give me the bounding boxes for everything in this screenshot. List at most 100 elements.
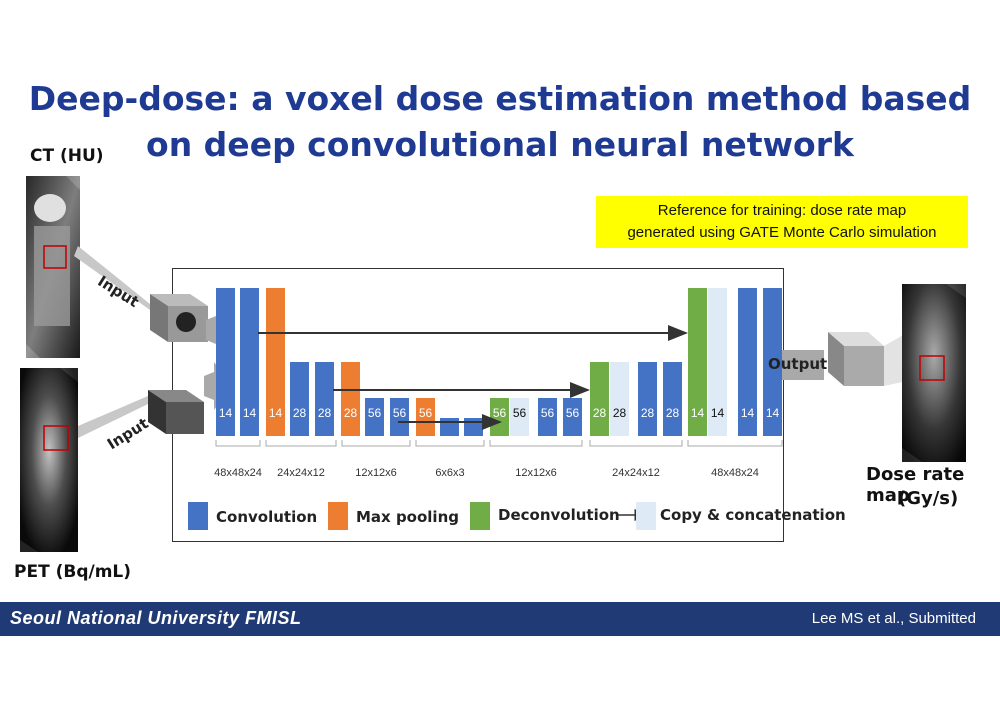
resolution-label: 24x24x12 (277, 467, 325, 479)
layer-channel-label: 108 (440, 408, 458, 420)
legend-copy-swatch (636, 502, 656, 530)
layer-bar-conv (464, 418, 483, 436)
layer-channel-label: 14 (766, 406, 780, 420)
resolution-bracket (265, 440, 337, 447)
layer-channel-label: 14 (691, 406, 705, 420)
legend-max-pooling-label: Max pooling (356, 508, 459, 526)
layer-channel-label: 56 (419, 406, 433, 420)
legend-deconvolution-swatch (470, 502, 490, 530)
dose-rate-label: Dose rate map (866, 464, 965, 506)
legend-copy-label: Copy & concatenation (660, 506, 846, 524)
output-label: Output (768, 355, 828, 373)
layer-channel-label: 28 (318, 406, 332, 420)
pet-label: PET (Bq/mL) (14, 562, 132, 582)
resolution-bracket (589, 440, 683, 447)
layer-channel-label: 56 (566, 406, 580, 420)
footer-bar: Seoul National University FMISL Lee MS e… (0, 602, 1000, 636)
layer-block: 28 (341, 362, 360, 436)
layer-block: 56 (538, 398, 557, 436)
resolution-bracket (489, 440, 583, 447)
ct-input-cube (150, 294, 208, 342)
layer-bar-pool (416, 398, 435, 436)
pet-volume-image (20, 368, 78, 552)
title-line-1: Deep-dose: a voxel dose estimation metho… (28, 79, 972, 118)
layer-block: 28 (290, 362, 309, 436)
title-line-2: on deep convolutional neural network (146, 125, 854, 164)
layer-bar-conv (663, 362, 682, 436)
layer-bar-conv (538, 398, 557, 436)
layer-channel-label: 56 (368, 406, 382, 420)
resolution-label: 12x12x6 (515, 467, 557, 479)
layer-block: 28 (663, 362, 682, 436)
reference-line-2: generated using GATE Monte Carlo simulat… (627, 224, 937, 241)
layer-channel-label: 28 (293, 406, 307, 420)
layer-channel-label: 56 (393, 406, 407, 420)
layer-channel-label: 28 (641, 406, 655, 420)
layer-channel-label: 28 (613, 406, 627, 420)
pet-input-cube (148, 390, 204, 434)
layer-block: 14 (763, 288, 782, 436)
resolution-label: 48x48x24 (711, 467, 759, 479)
footer-citation: Lee MS et al., Submitted (811, 610, 976, 627)
layer-bar-pool (341, 362, 360, 436)
skip-connections (258, 325, 688, 430)
resolution-label: 12x12x6 (355, 467, 397, 479)
layer-block: 56 (563, 398, 582, 436)
ct-label: CT (HU) (30, 146, 104, 166)
layer-bar-pool (266, 288, 285, 436)
resolution-brackets: 48x48x24 24x24x12 12x12x6 6x6x3 12x12x6 24x24… (214, 440, 783, 479)
reference-note: Reference for training: dose rate map ge… (596, 196, 968, 248)
layer-block: 14 (266, 288, 285, 436)
resolution-label: 24x24x12 (612, 467, 660, 479)
layer-channel-label: 28 (666, 406, 680, 420)
layer-block: 56 (365, 398, 384, 436)
layer-channel-label: 28 (593, 406, 607, 420)
layer-bar-conv (216, 288, 235, 436)
layer-channel-label: 14 (269, 406, 283, 420)
layer-bar-conv (638, 362, 657, 436)
resolution-label: 6x6x3 (435, 467, 464, 479)
resolution-bracket (687, 440, 783, 447)
layer-block: 28 (315, 362, 334, 436)
layer-channel-label: 14 (243, 406, 257, 420)
layer-block: 14 (688, 288, 707, 436)
footer-institution: Seoul National University FMISL (10, 608, 302, 628)
layer-channel-label: 28 (344, 406, 358, 420)
layer-bar-copy (510, 398, 529, 436)
layer-block: 28 (610, 362, 629, 436)
layer-bar-conv (763, 288, 782, 436)
layer-block: 56 (416, 398, 435, 436)
ct-volume-image (26, 176, 80, 358)
layer-block: 14 (216, 288, 235, 436)
layer-block: 56 (490, 398, 509, 436)
layer-bar-conv (290, 362, 309, 436)
legend-max-pooling-swatch (328, 502, 348, 530)
layer-block: 28 (638, 362, 657, 436)
output-cube (828, 332, 884, 386)
layer-block: 56 (390, 398, 409, 436)
layer-channel-label: 14 (711, 406, 725, 420)
layer-bar-deconv (590, 362, 609, 436)
layer-block: 14 (708, 288, 727, 436)
layer-block: 14 (738, 288, 757, 436)
legend-convolution-swatch (188, 502, 208, 530)
slide-title: Deep-dose: a voxel dose estimation metho… (0, 76, 1000, 168)
ct-connector (74, 246, 150, 310)
resolution-bracket (415, 440, 485, 447)
dose-rate-unit-label: (Gy/s) (898, 488, 959, 509)
layer-channel-label: 108 (464, 408, 482, 420)
legend-deconvolution-label: Deconvolution (498, 506, 620, 524)
resolution-bracket (341, 440, 411, 447)
pet-connector (78, 396, 148, 438)
layer-bar-conv (440, 418, 459, 436)
layer-bar-conv (390, 398, 409, 436)
layer-bar-conv (563, 398, 582, 436)
layer-bar-copy (708, 288, 727, 436)
layer-channel-label: 14 (219, 406, 233, 420)
layer-bar-deconv (688, 288, 707, 436)
layer-bar-conv (240, 288, 259, 436)
layer-channel-label: 56 (493, 406, 507, 420)
layer-channel-label: 14 (741, 406, 755, 420)
